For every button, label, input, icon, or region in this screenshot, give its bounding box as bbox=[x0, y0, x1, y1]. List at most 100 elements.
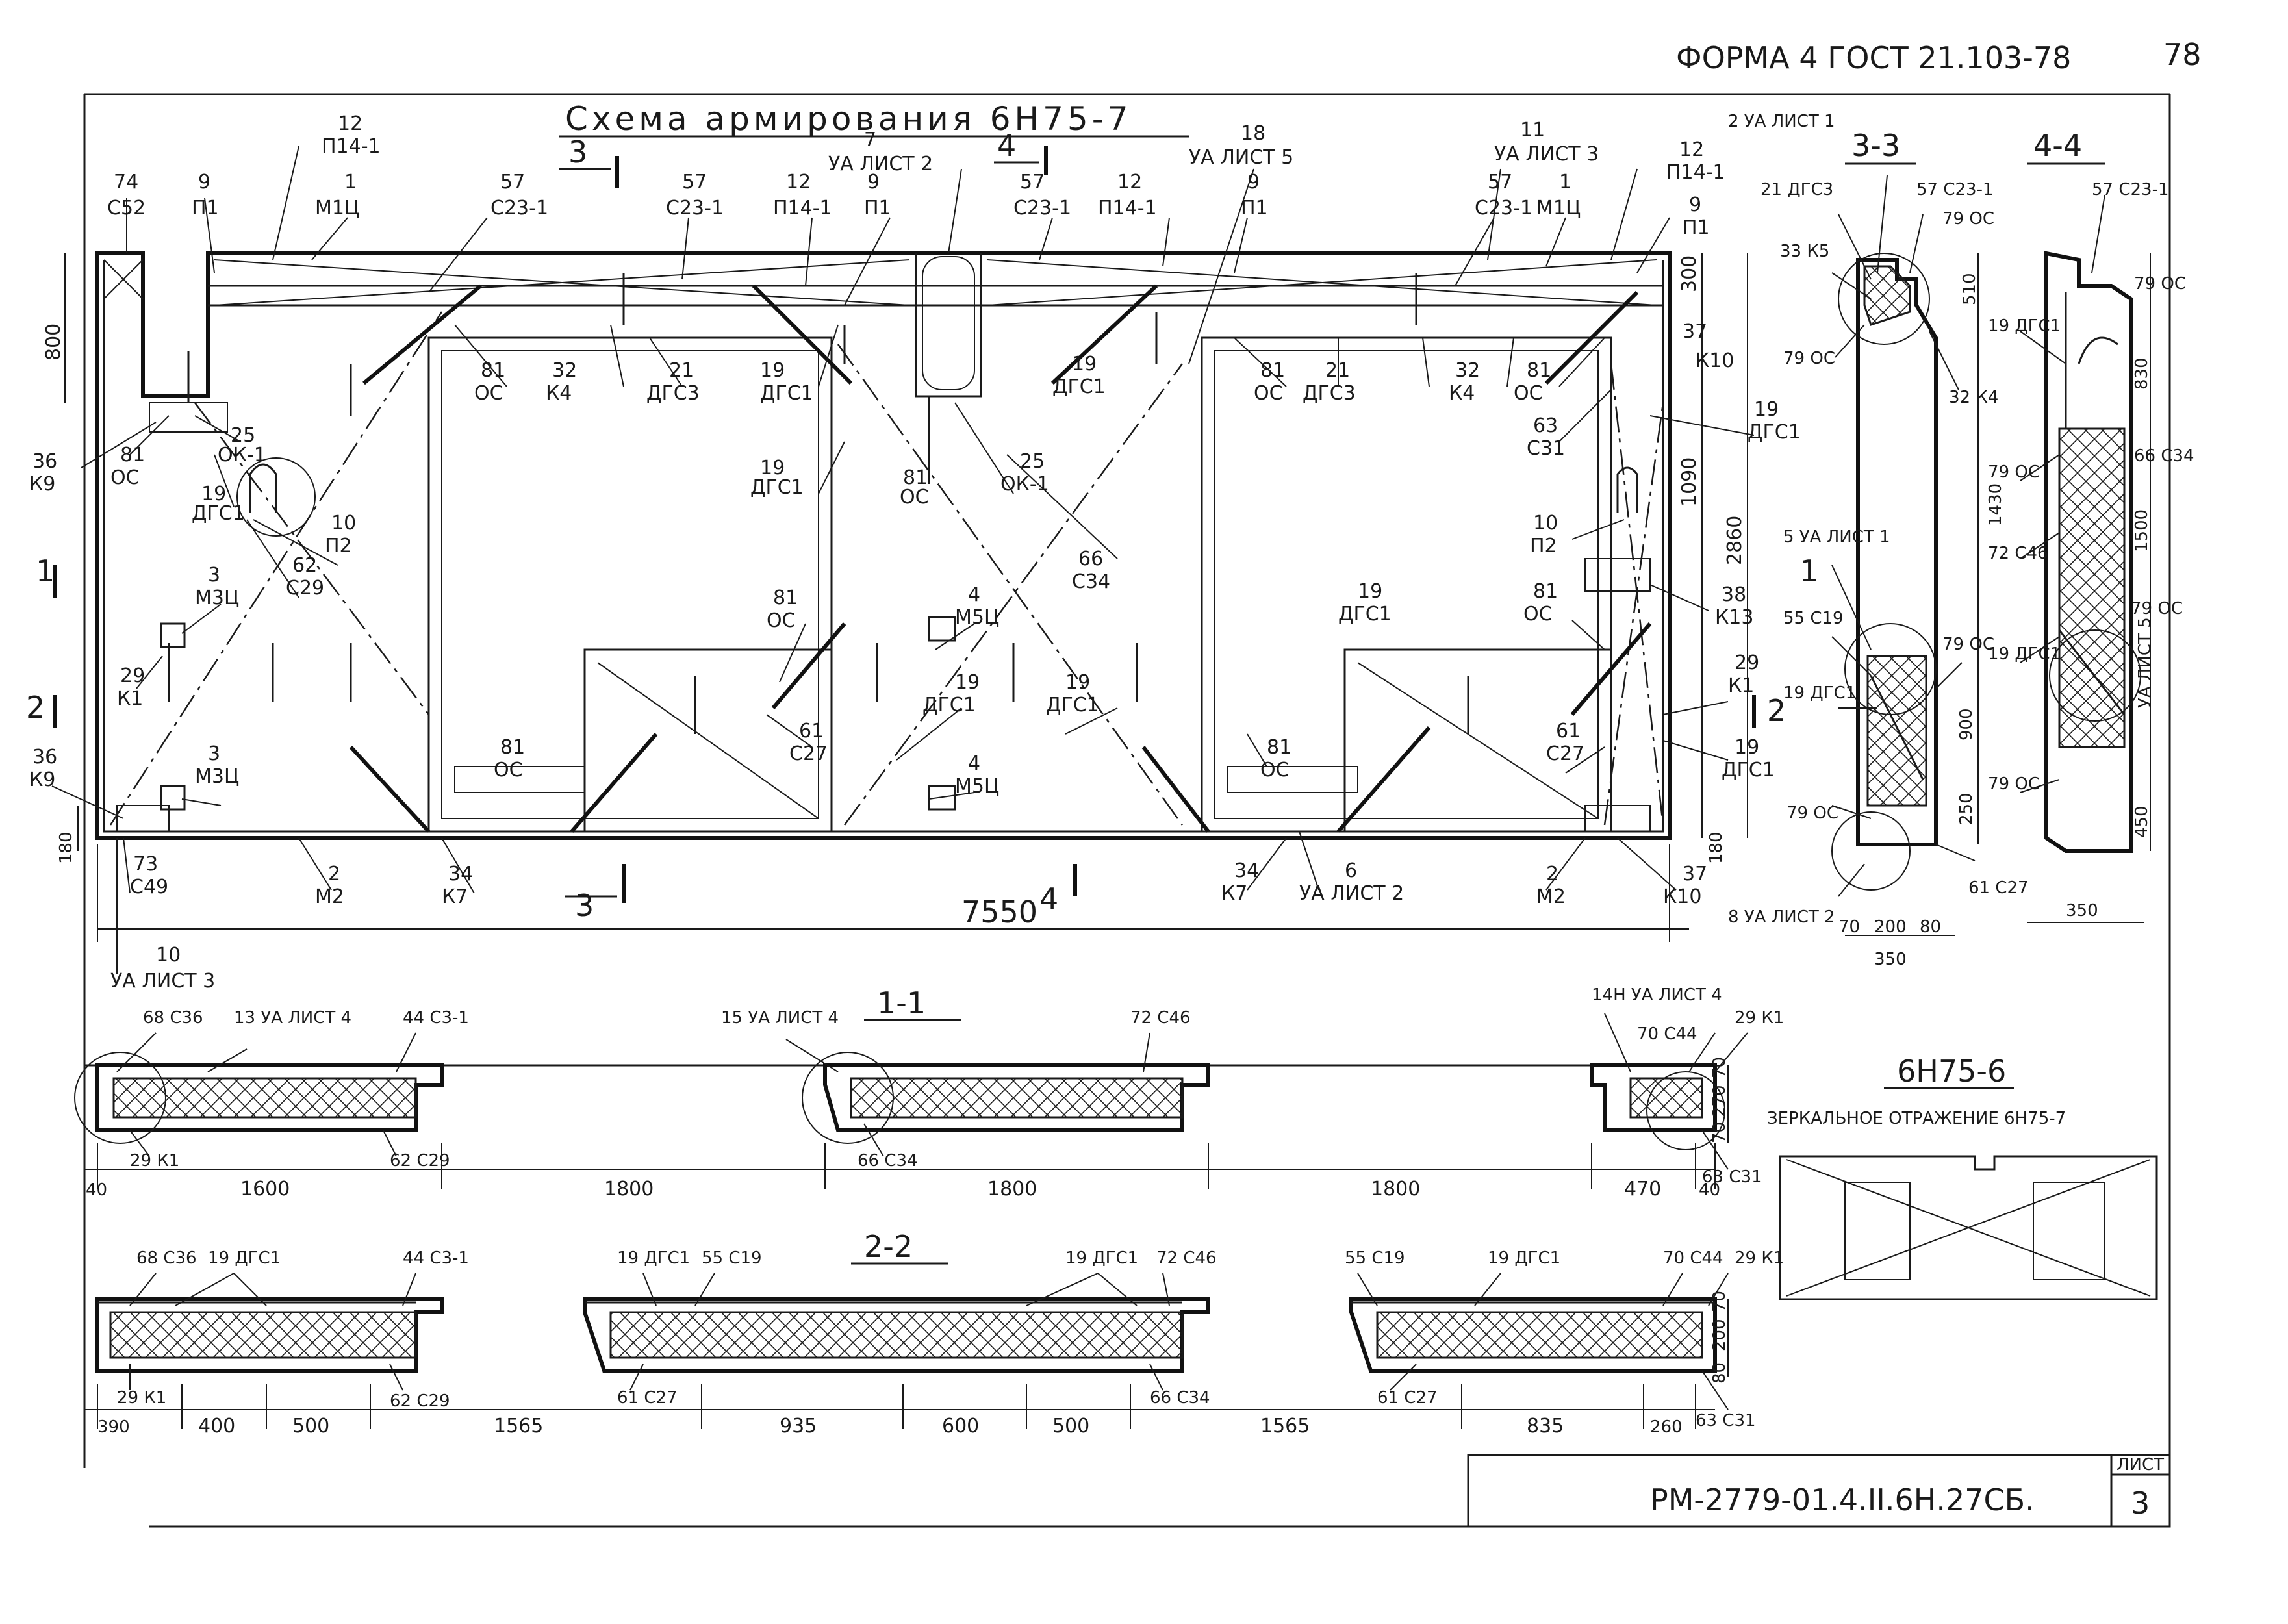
dim-300: 300 bbox=[1678, 255, 1701, 292]
callout-ref: К7 bbox=[442, 885, 468, 908]
callout-num: 34 bbox=[448, 863, 473, 885]
callout-num: 2 bbox=[1546, 863, 1558, 885]
callout-num: 73 bbox=[133, 853, 158, 876]
callout-num: 29 bbox=[120, 665, 145, 687]
callout-ref: С49 bbox=[130, 876, 168, 898]
dim: 270 bbox=[1710, 1085, 1729, 1117]
dim: 1565 bbox=[494, 1415, 543, 1438]
callout: 8 УА ЛИСТ 2 bbox=[1728, 907, 1835, 927]
callout-num: 19 bbox=[1735, 736, 1759, 759]
callout-ref: ДГС1 bbox=[1722, 759, 1775, 781]
section-1-1-dims: 40 1600 1800 1800 1800 470 40 70 270 70 bbox=[86, 1057, 1729, 1200]
callout-num: 10 bbox=[1533, 512, 1558, 535]
callout-ref: ДГС1 bbox=[750, 476, 804, 499]
dim: 400 bbox=[198, 1415, 235, 1438]
dim: 900 bbox=[1957, 708, 1976, 741]
callout-ref: П14-1 bbox=[1666, 161, 1725, 184]
embed-m3c-upper bbox=[160, 622, 186, 648]
callout-ref: К1 bbox=[1728, 674, 1754, 697]
callout: 13 УА ЛИСТ 4 bbox=[234, 1008, 351, 1028]
cut-2-left: 2 bbox=[26, 690, 45, 725]
dim: 40 bbox=[1699, 1180, 1720, 1200]
callout: 61 С27 bbox=[617, 1388, 678, 1408]
callout-ref: П14-1 bbox=[1098, 197, 1157, 220]
callout-num: 4 bbox=[968, 752, 980, 775]
callout-num: 37 bbox=[1683, 863, 1707, 885]
dim: 1800 bbox=[987, 1178, 1037, 1200]
callout-ref: ОС bbox=[474, 382, 503, 405]
callout-num: 9 bbox=[198, 171, 210, 194]
callout: 32 К4 bbox=[1949, 388, 1998, 407]
callout-num: 10 bbox=[331, 512, 356, 535]
callout-ref: ОС bbox=[900, 486, 929, 509]
callout-ref: ОС bbox=[767, 609, 796, 632]
callout-num: 25 bbox=[1020, 450, 1045, 473]
dim: 510 bbox=[1960, 273, 1979, 305]
callout-num: 19 bbox=[760, 457, 785, 479]
callout-ref: ОК-1 bbox=[218, 444, 266, 466]
dim: 40 bbox=[86, 1180, 107, 1200]
callout-ref: ДГС3 bbox=[1303, 382, 1356, 405]
dim: 70 bbox=[1710, 1291, 1729, 1312]
callout: 55 С19 bbox=[1345, 1249, 1405, 1268]
callout: 79 ОС bbox=[1786, 804, 1838, 823]
dim: 70 bbox=[1710, 1122, 1729, 1143]
callout: 33 К5 bbox=[1780, 242, 1829, 261]
cut-3-bottom: 3 bbox=[575, 888, 594, 923]
callout-ref: К13 bbox=[1715, 606, 1753, 629]
callout: 14Н УА ЛИСТ 4 bbox=[1592, 985, 1722, 1005]
callout-num: 12 bbox=[786, 171, 811, 194]
callout-num: 81 bbox=[1260, 359, 1285, 382]
callout-ref: П1 bbox=[1683, 216, 1710, 239]
dim: 390 bbox=[97, 1417, 130, 1437]
callout-ref: ДГС1 bbox=[1052, 375, 1106, 398]
callout-ref: М5Ц bbox=[955, 606, 999, 629]
callout-num: 19 bbox=[955, 671, 980, 694]
callout-num: 21 bbox=[1325, 359, 1350, 382]
callout-ref: П1 bbox=[1241, 197, 1268, 220]
cut-2-right: 2 bbox=[1767, 693, 1786, 728]
callout-num: 25 bbox=[231, 424, 255, 447]
section-1-1: 1-1 bbox=[74, 985, 1784, 1200]
callout: 44 С3-1 bbox=[403, 1008, 469, 1028]
callout: 79 ОС bbox=[1988, 463, 2040, 482]
callout-num: 38 bbox=[1722, 583, 1746, 606]
section-2-2-dims: 390 400 500 1565 935 600 500 1565 835 26… bbox=[97, 1291, 1729, 1438]
callout-num: 21 bbox=[669, 359, 694, 382]
dim: 500 bbox=[1052, 1415, 1089, 1438]
form-label: ФОРМА 4 ГОСТ 21.103-78 bbox=[1676, 40, 2071, 75]
callout-num: 9 bbox=[1247, 171, 1260, 194]
callout-ref: М2 bbox=[315, 885, 344, 908]
callout: 72 С46 bbox=[1130, 1008, 1191, 1028]
callout-ref: К4 bbox=[1449, 382, 1475, 405]
callout-ref: УА ЛИСТ 2 bbox=[828, 153, 933, 175]
callout-num: 81 bbox=[120, 444, 145, 466]
callout: 68 С36 bbox=[136, 1249, 197, 1268]
dim: 1430 bbox=[1986, 483, 2005, 526]
callout-num: 1 bbox=[344, 171, 357, 194]
callout-ref: П1 bbox=[864, 197, 891, 220]
embed-m3c-lower bbox=[160, 785, 186, 811]
section-3-3: 3-3 2 УА ЛИСТ 1 21 ДГС3 57 bbox=[1728, 112, 2029, 969]
callout: 19 ДГС1 bbox=[1988, 316, 2061, 336]
cut-4-bottom: 4 bbox=[1039, 882, 1058, 917]
callout: 70 С44 bbox=[1637, 1024, 1697, 1044]
dim: 500 bbox=[292, 1415, 329, 1438]
callout-num: 12 bbox=[338, 112, 362, 135]
callout-ref: К4 bbox=[546, 382, 572, 405]
callout-num: 57 bbox=[682, 171, 707, 194]
callout-ref: К10 bbox=[1663, 885, 1701, 908]
mirror-title: 6Н75-6 bbox=[1897, 1054, 2006, 1089]
callout: 55 С19 bbox=[1783, 609, 1844, 628]
dim: 200 bbox=[1874, 917, 1907, 937]
callout-num: 57 bbox=[1488, 171, 1512, 194]
callout-num: 81 bbox=[481, 359, 505, 382]
callout-num: 66 bbox=[1078, 548, 1103, 570]
dim: 1500 bbox=[2132, 509, 2152, 552]
callout-ref: М2 bbox=[1536, 885, 1566, 908]
sheet-label: ЛИСТ bbox=[2116, 1455, 2164, 1475]
dim-2860: 2860 bbox=[1723, 516, 1746, 565]
dim: 350 bbox=[1874, 950, 1907, 969]
callout-ref: ОК-1 bbox=[1000, 473, 1049, 496]
